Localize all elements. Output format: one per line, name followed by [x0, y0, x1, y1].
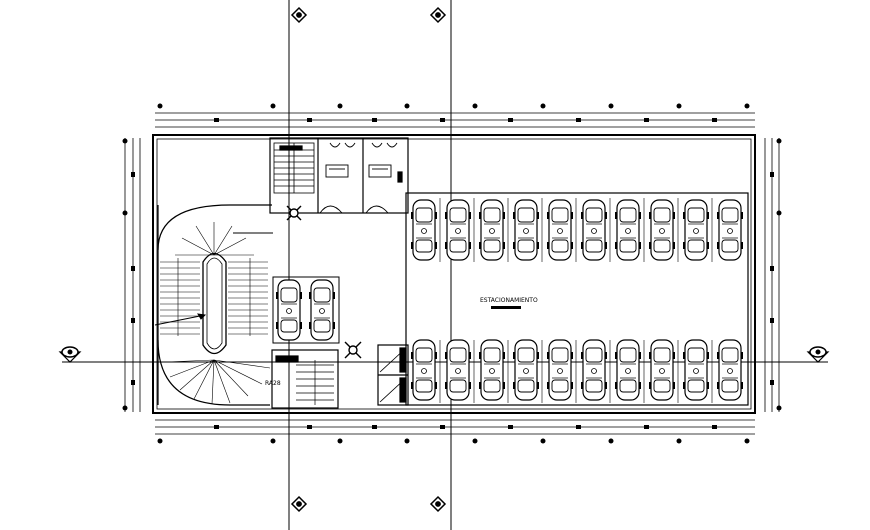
car-upper-1: [410, 199, 438, 261]
parking-center-pair: [272, 276, 340, 344]
parking-label-underline: [491, 306, 521, 309]
car-center-1: [275, 279, 303, 341]
car-upper-5: [546, 199, 574, 261]
car-upper-10: [716, 199, 744, 261]
car-upper-9: [682, 199, 710, 261]
car-upper-2: [444, 199, 472, 261]
car-upper-8: [648, 199, 676, 261]
door-cross-lower: [344, 341, 362, 359]
car-center-2: [308, 279, 336, 341]
grid-axes: [62, 0, 828, 530]
axis-markers: [58, 6, 830, 513]
car-upper-6: [580, 199, 608, 261]
parking-row-lower: [410, 339, 744, 403]
door-cross-upper: [286, 205, 302, 221]
axis-marker-bottom-left: [290, 495, 308, 513]
car-lower-7: [614, 339, 642, 401]
dimension-ticks: [122, 103, 782, 444]
building-walls: [152, 134, 756, 414]
service-core: [269, 137, 409, 221]
car-upper-4: [512, 199, 540, 261]
spiral-ramp: [157, 204, 273, 406]
axis-marker-left: [58, 346, 82, 363]
axis-marker-right: [806, 346, 830, 363]
car-lower-2: [444, 339, 472, 401]
axis-marker-top-right: [429, 6, 447, 24]
car-lower-9: [682, 339, 710, 401]
car-lower-5: [546, 339, 574, 401]
dimension-lines: [124, 112, 780, 435]
parking-area-label: ESTACIONAMIENTO: [480, 297, 538, 304]
ramp-label: RA28: [265, 380, 281, 387]
car-lower-10: [716, 339, 744, 401]
toilet-fixtures: [319, 142, 398, 214]
car-lower-3: [478, 339, 506, 401]
car-lower-6: [580, 339, 608, 401]
car-lower-4: [512, 339, 540, 401]
car-lower-8: [648, 339, 676, 401]
axis-marker-bottom-right: [429, 495, 447, 513]
car-upper-7: [614, 199, 642, 261]
parking-row-upper: [410, 198, 744, 262]
car-upper-3: [478, 199, 506, 261]
car-lower-1: [410, 339, 438, 401]
lower-core: [271, 341, 409, 409]
ramp-arrow: [154, 313, 207, 326]
axis-marker-top-left: [290, 6, 308, 24]
